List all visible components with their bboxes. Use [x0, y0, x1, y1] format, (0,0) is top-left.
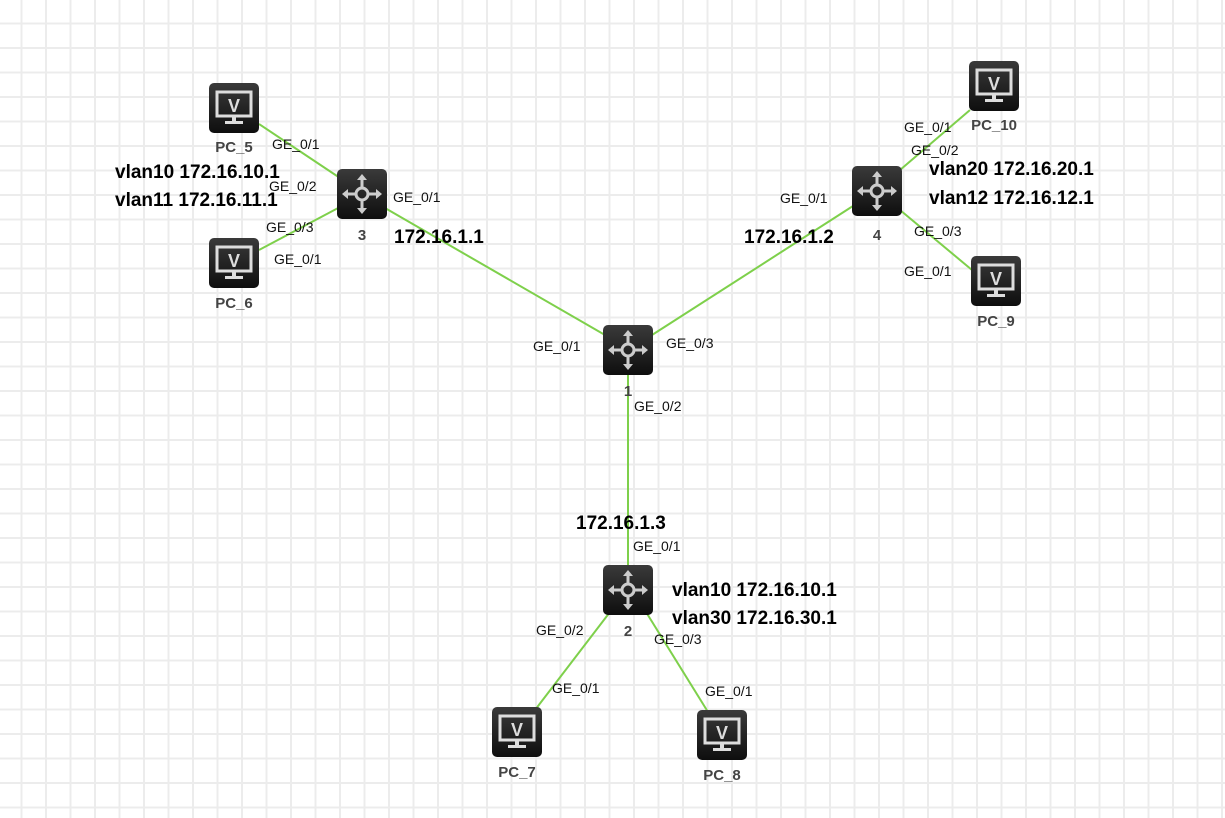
link-pc5-sw3 — [258, 123, 341, 179]
port-label: GE_0/1 — [552, 680, 600, 696]
pc-10[interactable]: V — [969, 61, 1019, 111]
port-label: GE_0/1 — [533, 338, 581, 354]
sw3-vlan11-annotation[interactable]: vlan11 172.16.11.1 — [115, 190, 278, 211]
pc-icon: V — [498, 714, 536, 748]
link-sw4-pc9 — [899, 209, 973, 271]
port-label: GE_0/2 — [269, 178, 317, 194]
svg-text:V: V — [990, 269, 1002, 289]
svg-text:V: V — [228, 96, 240, 116]
sw3-ip-annotation[interactable]: 172.16.1.1 — [394, 227, 484, 248]
port-label: GE_0/2 — [536, 622, 584, 638]
port-label: GE_0/1 — [780, 190, 828, 206]
switch-3-label: 3 — [357, 227, 367, 244]
port-label: GE_0/1 — [904, 119, 952, 135]
switch-2[interactable] — [603, 565, 653, 615]
switch-3[interactable] — [337, 169, 387, 219]
svg-text:V: V — [988, 74, 1000, 94]
svg-text:V: V — [511, 720, 523, 740]
sw3-vlan10-annotation[interactable]: vlan10 172.16.10.1 — [115, 162, 280, 183]
pc-5[interactable]: V — [209, 83, 259, 133]
pc-8-label: PC_8 — [703, 767, 741, 784]
pc-9[interactable]: V — [971, 256, 1021, 306]
pc-5-label: PC_5 — [215, 139, 253, 156]
sw2-ip-annotation[interactable]: 172.16.1.3 — [576, 513, 666, 534]
pc-6[interactable]: V — [209, 238, 259, 288]
port-label: GE_0/1 — [705, 683, 753, 699]
link-sw3-sw1 — [384, 207, 606, 336]
port-label: GE_0/3 — [914, 223, 962, 239]
svg-text:V: V — [228, 251, 240, 271]
pc-6-label: PC_6 — [215, 295, 253, 312]
switch-4-label: 4 — [872, 227, 882, 244]
port-label: GE_0/2 — [634, 398, 682, 414]
sw4-vlan20-annotation[interactable]: vlan20 172.16.20.1 — [929, 159, 1094, 180]
port-label: GE_0/2 — [911, 142, 959, 158]
port-label: GE_0/1 — [633, 538, 681, 554]
svg-text:V: V — [716, 723, 728, 743]
pc-10-label: PC_10 — [971, 117, 1017, 134]
pc-7-label: PC_7 — [498, 764, 536, 781]
port-label: GE_0/1 — [274, 251, 322, 267]
switch-1[interactable] — [603, 325, 653, 375]
l3-switch-icon — [608, 330, 648, 370]
sw4-ip-annotation[interactable]: 172.16.1.2 — [744, 227, 834, 248]
pc-8[interactable]: V — [697, 710, 747, 760]
link-sw2-pc7 — [534, 611, 611, 711]
pc-icon: V — [975, 68, 1013, 102]
switch-2-label: 2 — [623, 623, 633, 640]
link-sw4-pc10 — [899, 109, 971, 171]
sw2-vlan30-annotation[interactable]: vlan30 172.16.30.1 — [672, 608, 837, 629]
l3-switch-icon — [342, 174, 382, 214]
port-label: GE_0/1 — [272, 136, 320, 152]
pc-7[interactable]: V — [492, 707, 542, 757]
port-label: GE_0/1 — [904, 263, 952, 279]
link-sw4-sw1 — [651, 205, 854, 336]
sw4-vlan12-annotation[interactable]: vlan12 172.16.12.1 — [929, 188, 1094, 209]
pc-icon: V — [215, 245, 253, 279]
l3-switch-icon — [608, 570, 648, 610]
pc-icon: V — [215, 90, 253, 124]
switch-4[interactable] — [852, 166, 902, 216]
pc-icon: V — [977, 263, 1015, 297]
switch-1-label: 1 — [623, 383, 633, 400]
l3-switch-icon — [857, 171, 897, 211]
pc-icon: V — [703, 717, 741, 751]
port-label: GE_0/3 — [654, 631, 702, 647]
pc-9-label: PC_9 — [977, 313, 1015, 330]
link-sw2-pc8 — [645, 611, 709, 713]
port-label: GE_0/3 — [666, 335, 714, 351]
link-pc6-sw3 — [258, 206, 341, 251]
sw2-vlan10-annotation[interactable]: vlan10 172.16.10.1 — [672, 580, 837, 601]
port-label: GE_0/3 — [266, 219, 314, 235]
port-label: GE_0/1 — [393, 189, 441, 205]
